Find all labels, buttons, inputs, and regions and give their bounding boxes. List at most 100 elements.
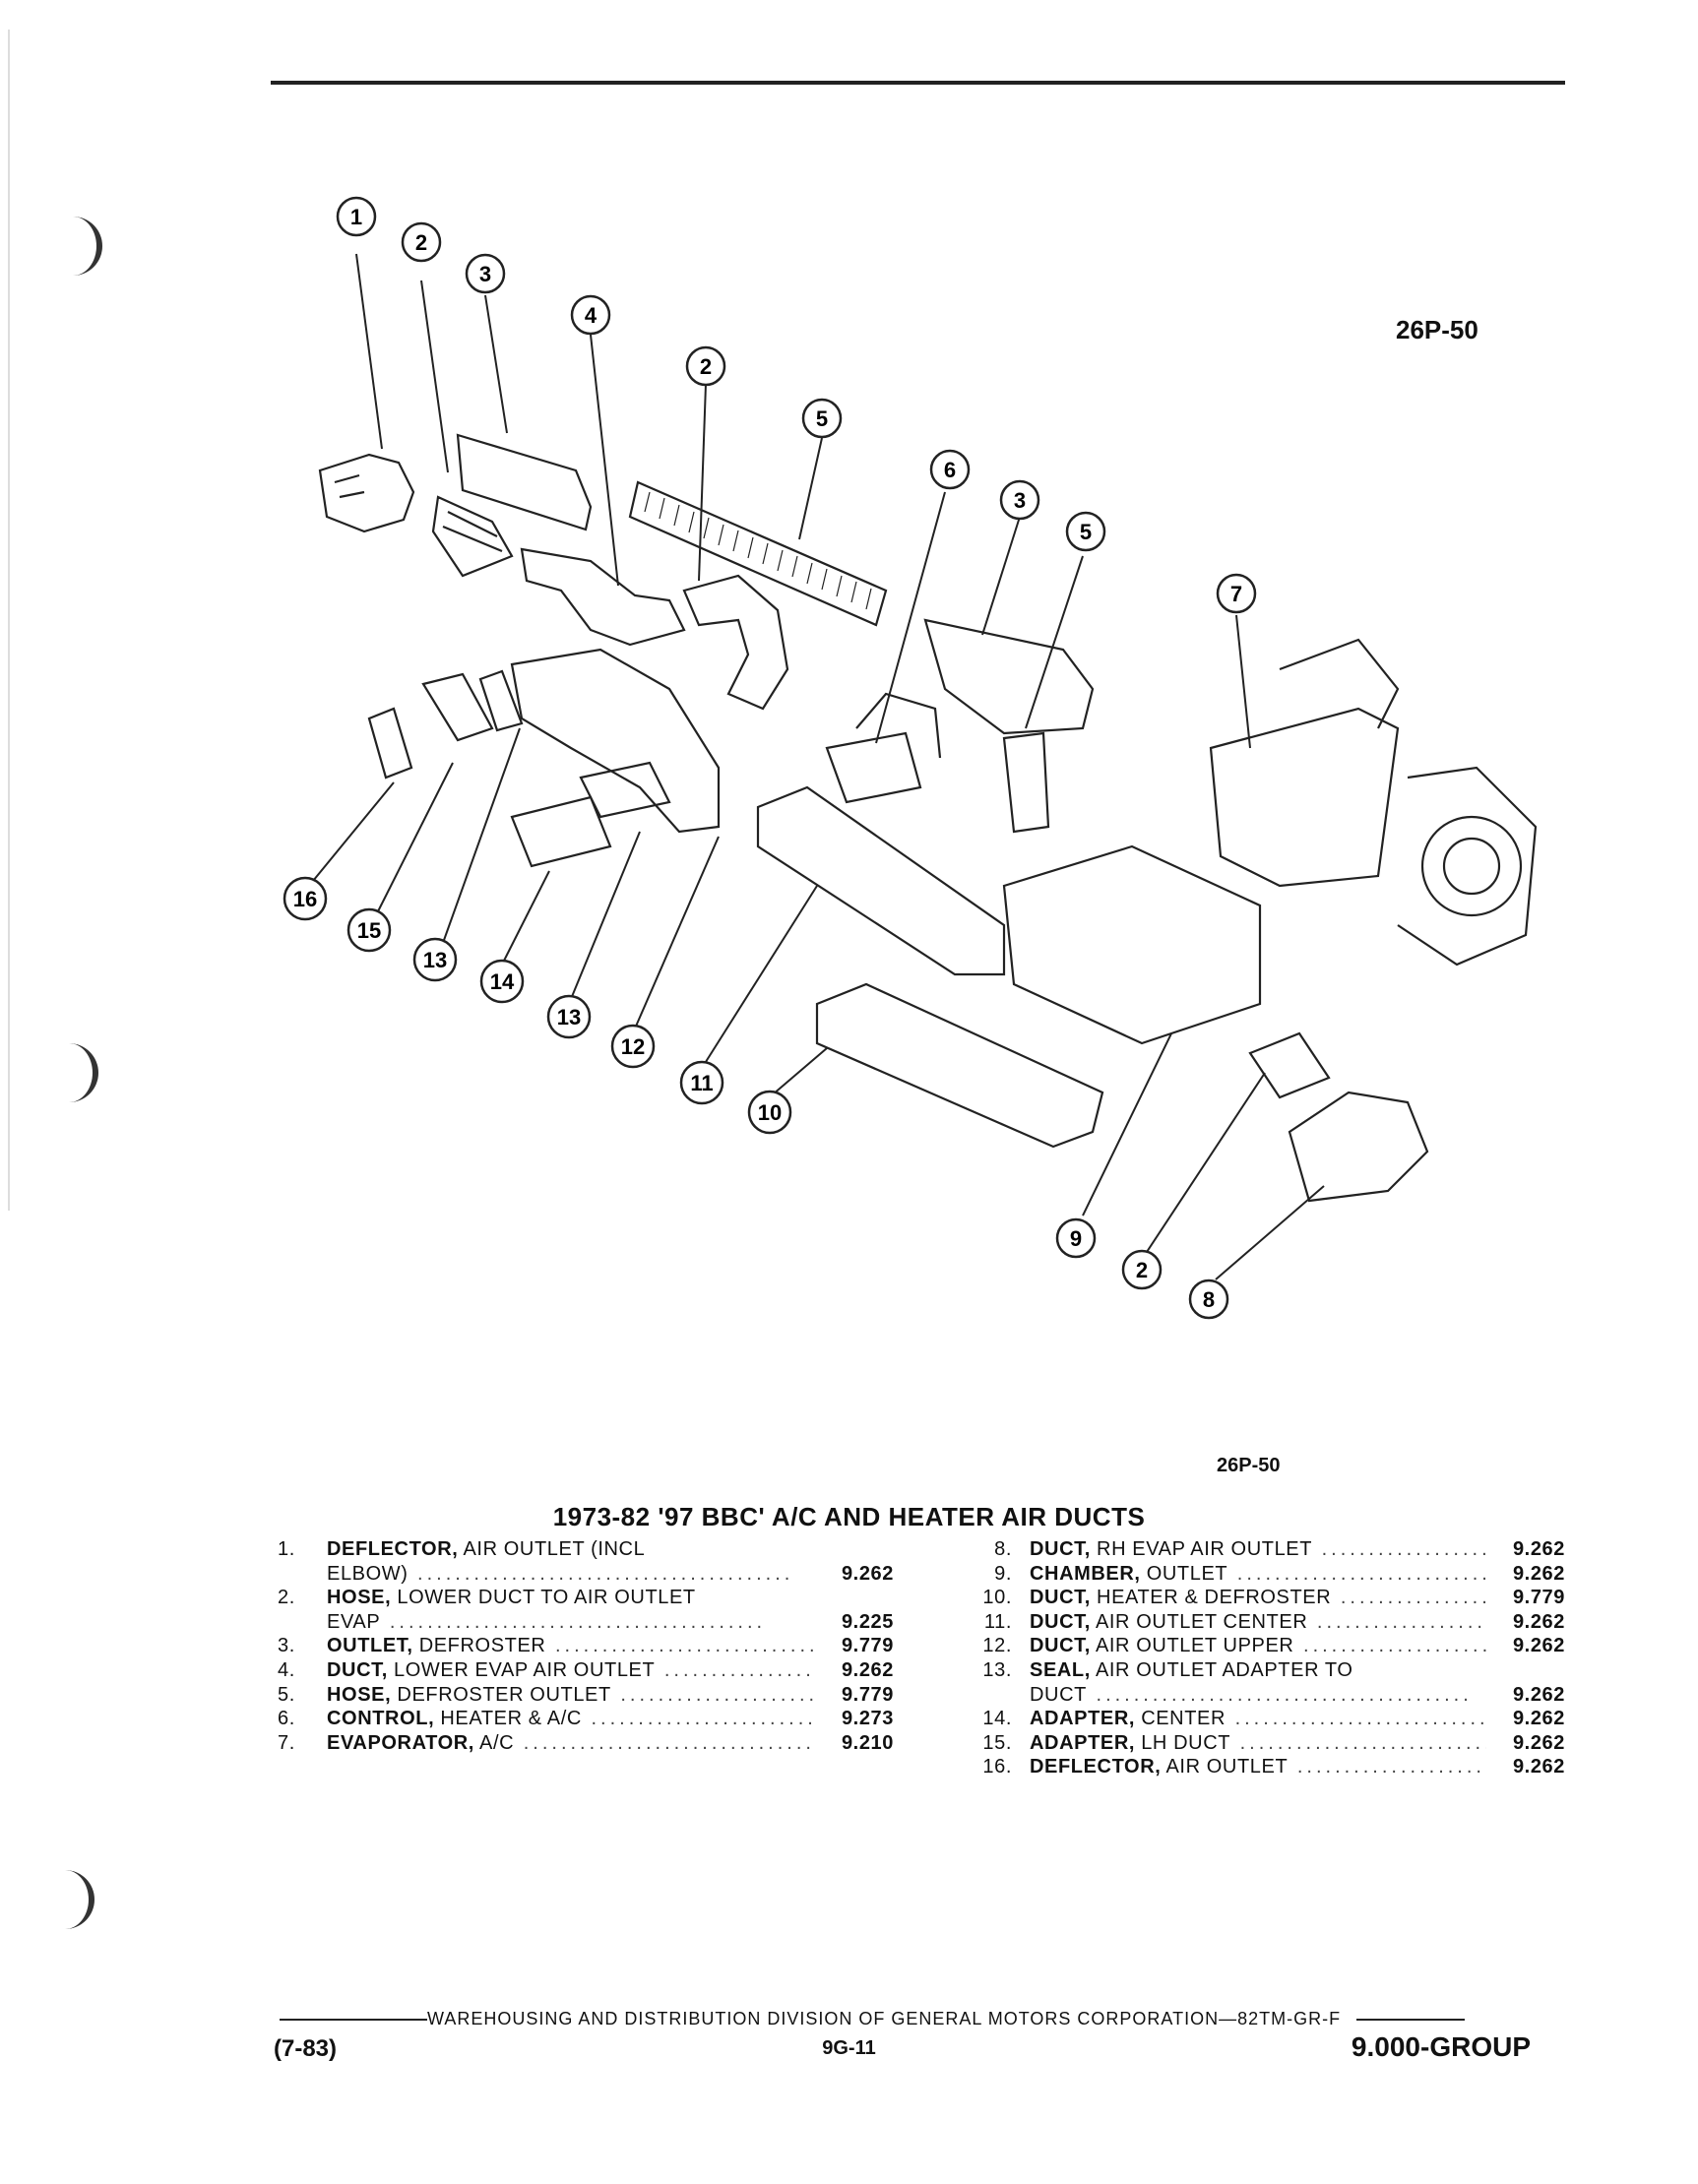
parts-list-right: 8.DUCT, RH EVAP AIR OUTLET .............…: [953, 1537, 1565, 1779]
part-name-desc: CENTER: [1135, 1708, 1226, 1730]
leader-dots: ........................................: [1236, 1562, 1486, 1585]
part-name-desc: HEATER & DEFROSTER: [1090, 1587, 1332, 1609]
parts-list-row: 8.DUCT, RH EVAP AIR OUTLET .............…: [953, 1537, 1565, 1562]
part-group-code: 9.262: [1512, 1610, 1565, 1633]
part-group-code: 9.273: [841, 1708, 894, 1730]
part-defroster-hose-long: [628, 480, 888, 627]
parts-list-row: 11.DUCT, AIR OUTLET CENTER .............…: [953, 1610, 1565, 1635]
leader-dots: ........................................: [663, 1658, 815, 1681]
part-name-desc: LH DUCT: [1135, 1731, 1231, 1754]
leader-dots: ........................................: [1239, 1731, 1486, 1754]
parts-list-row: 15.ADAPTER, LH DUCT ....................…: [953, 1731, 1565, 1756]
part-name: DEFLECTOR, AIR OUTLET ..................…: [1030, 1755, 1486, 1779]
part-center-duct: [756, 785, 1006, 976]
callout-bubble: 9: [1055, 1217, 1097, 1259]
parts-list-row: 6. CONTROL, HEATER & A/C ................…: [278, 1707, 894, 1731]
callout-bubble: 12: [610, 1024, 656, 1069]
part-illustrations: [318, 433, 1538, 1203]
part-name: ADAPTER, LH DUCT .......................…: [1030, 1731, 1486, 1756]
leader-dots: ........................................: [591, 1708, 815, 1730]
part-rh-evap-duct: [1288, 1091, 1429, 1203]
leader-dots: ........................................: [1086, 1683, 1473, 1706]
svg-text:5: 5: [1080, 520, 1092, 544]
callout-bubble: 13: [546, 994, 592, 1039]
part-name: ADAPTER, CENTER ........................…: [1030, 1707, 1486, 1731]
binder-hole-mark: [61, 1870, 94, 1929]
part-name-keyword: OUTLET,: [327, 1635, 413, 1657]
parts-list-row: 2.HOSE, LOWER DUCT TO AIR OUTLET: [278, 1586, 894, 1610]
part-name-keyword: DUCT,: [327, 1658, 388, 1681]
part-number: 9.: [994, 1562, 1012, 1585]
part-name: DUCT, AIR OUTLET CENTER ................…: [1030, 1610, 1486, 1635]
part-number: 12.: [982, 1635, 1012, 1657]
svg-text:13: 13: [557, 1005, 581, 1030]
part-group-code: 9.262: [1512, 1562, 1565, 1585]
svg-text:7: 7: [1230, 582, 1242, 606]
part-number: 6.: [278, 1708, 295, 1730]
part-evaporator: [1209, 638, 1538, 967]
callout-bubbles: 1 2 3 4 2 5 6 3 5 7 16 15 13 14 13 12 11…: [283, 196, 1257, 1320]
part-name: DUCT ...................................…: [1030, 1683, 1486, 1708]
part-group-code: 9.262: [1512, 1731, 1565, 1754]
part-name-keyword: DEFLECTOR,: [327, 1538, 459, 1560]
page-edge-shadow: [8, 30, 10, 1211]
svg-text:6: 6: [944, 458, 956, 482]
part-name: DUCT, RH EVAP AIR OUTLET ...............…: [1030, 1537, 1486, 1562]
svg-text:13: 13: [423, 948, 447, 972]
part-name-keyword: EVAPORATOR,: [327, 1731, 474, 1754]
svg-text:2: 2: [700, 354, 712, 379]
leader-dots: ........................................: [1316, 1610, 1486, 1633]
footer-division-text: WAREHOUSING AND DISTRIBUTION DIVISION OF…: [427, 2009, 1342, 2028]
part-number: 4.: [278, 1658, 295, 1681]
part-name: EVAP ...................................…: [327, 1610, 815, 1635]
parts-list-row: DUCT ...................................…: [953, 1683, 1565, 1708]
header-rule: [271, 81, 1565, 85]
part-name: CONTROL, HEATER & A/C ..................…: [327, 1707, 815, 1731]
part-name-desc: DUCT: [1030, 1683, 1087, 1706]
leader-dots: ........................................: [1303, 1635, 1486, 1657]
leader-dots: ........................................: [1340, 1587, 1486, 1609]
part-control-unit: [825, 692, 942, 804]
parts-list-row: 7.EVAPORATOR, A/C ......................…: [278, 1731, 894, 1756]
footer-rule-right: [1356, 2019, 1466, 2022]
callout-bubble: 10: [747, 1090, 792, 1135]
svg-text:2: 2: [1136, 1258, 1148, 1282]
svg-text:14: 14: [490, 969, 515, 994]
part-name-desc: LOWER EVAP AIR OUTLET: [387, 1658, 656, 1681]
part-seal: [478, 669, 524, 732]
footer-division-line: WAREHOUSING AND DISTRIBUTION DIVISION OF…: [280, 2009, 1466, 2029]
part-seal-center: [579, 761, 671, 819]
part-name-keyword: ADAPTER,: [1030, 1731, 1136, 1754]
part-deflector-outlet: [367, 707, 413, 780]
footer-date: (7-83): [274, 2035, 338, 2062]
part-group-code: 9.225: [841, 1610, 894, 1633]
svg-text:10: 10: [758, 1100, 782, 1125]
footer-group: 9.000-GROUP: [1351, 2031, 1531, 2062]
part-name-desc: AIR OUTLET CENTER: [1090, 1610, 1308, 1633]
part-name: ELBOW) .................................…: [327, 1562, 815, 1587]
callout-bubble: 14: [479, 959, 525, 1004]
part-upper-duct: [510, 648, 721, 834]
part-name-keyword: SEAL,: [1030, 1658, 1091, 1681]
part-name-keyword: DUCT,: [1030, 1610, 1091, 1633]
callout-bubble: 2: [401, 221, 442, 263]
part-name-keyword: HOSE,: [327, 1587, 392, 1609]
part-name-desc: OUTLET: [1140, 1562, 1228, 1585]
leader-dots: ........................................: [554, 1635, 815, 1657]
part-outlet-chamber: [1002, 844, 1262, 1045]
svg-text:1: 1: [350, 205, 362, 229]
part-name: EVAPORATOR, A/C ........................…: [327, 1731, 815, 1756]
footer-rule-left: [280, 2019, 427, 2022]
part-lower-evap-duct: [520, 547, 686, 647]
part-name: CHAMBER, OUTLET ........................…: [1030, 1562, 1486, 1587]
leader-dots: ........................................: [620, 1683, 815, 1706]
part-name-desc: AIR OUTLET: [1161, 1756, 1289, 1778]
part-group-code: 9.779: [1512, 1587, 1565, 1609]
part-name-desc: DEFROSTER: [412, 1635, 546, 1657]
part-group-code: 9.210: [841, 1731, 894, 1754]
part-adapter-lh: [421, 672, 494, 742]
callout-bubble: 5: [801, 398, 843, 439]
svg-text:15: 15: [357, 918, 381, 943]
callout-bubble: 2: [1121, 1249, 1163, 1290]
